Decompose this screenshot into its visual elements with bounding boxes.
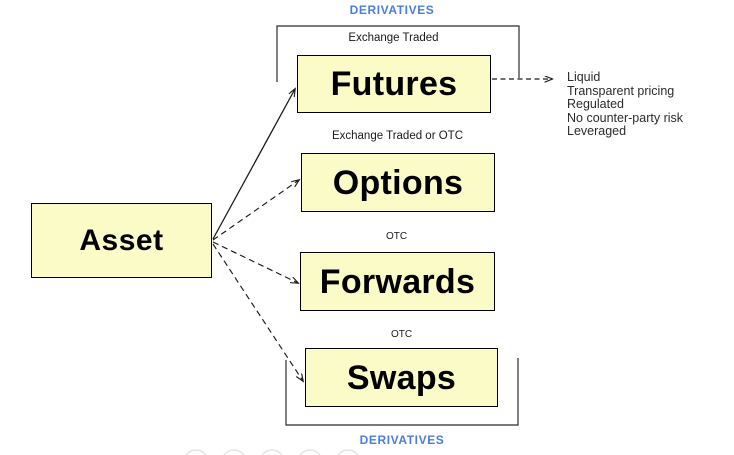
annotation-item: Leveraged [567,124,627,139]
node-futures[interactable]: Futures [297,55,491,113]
caption-futures: Exchange Traded [348,32,439,44]
annotation-item: Regulated [567,97,624,112]
bracket-title-bottom: DERIVATIVES [359,433,445,447]
bracket-title-top: DERIVATIVES [349,3,435,17]
decorative-dots [185,449,359,455]
node-asset[interactable]: Asset [31,203,212,278]
node-forwards[interactable]: Forwards [300,252,495,311]
node-swaps[interactable]: Swaps [305,348,498,407]
node-options-label: Options [332,163,464,202]
node-options[interactable]: Options [301,153,495,212]
caption-swaps: OTC [390,329,413,340]
edge-asset-swaps [212,243,303,381]
annotation-item: Liquid [567,70,601,84]
node-forwards-label: Forwards [319,262,476,301]
caption-forwards: OTC [385,231,408,242]
annotation-list: Liquid Transparent pricing Regulated No … [567,70,684,139]
annotation-item: No counter-party risk [567,110,684,125]
node-asset-label: Asset [79,223,164,257]
edge-asset-futures [212,89,295,240]
node-swaps-label: Swaps [346,358,457,397]
edge-asset-forwards [212,241,298,283]
edge-asset-options [212,180,299,241]
annotation-item: Transparent pricing [567,83,675,98]
node-futures-label: Futures [330,65,458,103]
caption-options: Exchange Traded or OTC [331,130,464,142]
